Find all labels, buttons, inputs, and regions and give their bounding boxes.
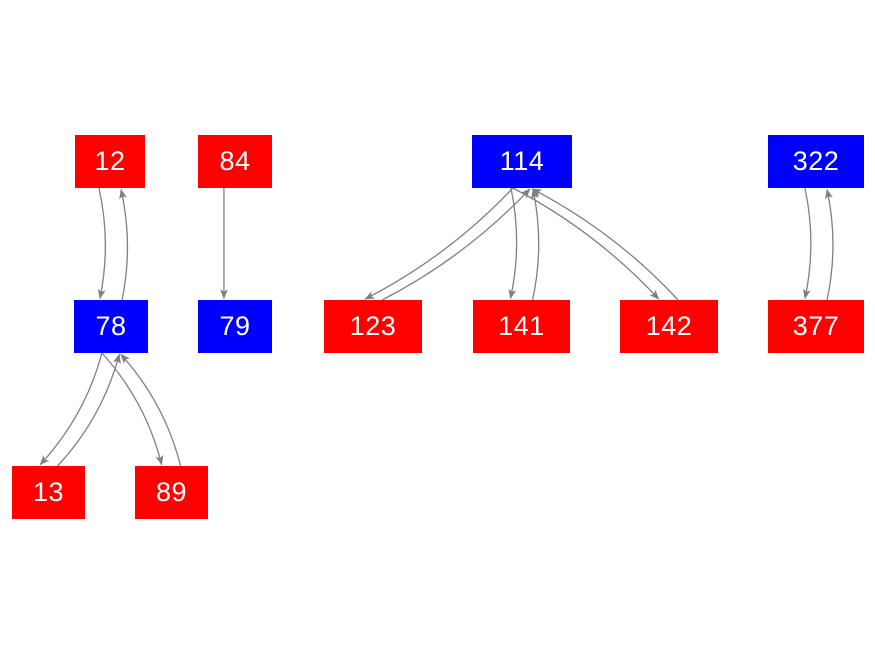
graph-node-12[interactable]: 12 [75, 135, 145, 188]
graph-node-label: 12 [94, 146, 126, 176]
graph-edge-78-to-89 [101, 352, 164, 466]
graph-node-label: 123 [349, 311, 397, 341]
graph-node-label: 142 [645, 311, 693, 341]
graph-edge-78-to-13 [39, 352, 103, 466]
graph-edge-12-to-78 [97, 187, 107, 300]
graph-node-label: 84 [219, 146, 251, 176]
graph-node-142[interactable]: 142 [620, 300, 718, 353]
graph-edge-142-to-114 [531, 188, 679, 301]
graph-edge-114-to-123 [364, 187, 514, 300]
graph-node-123[interactable]: 123 [324, 300, 422, 353]
graph-edge-114-to-142 [512, 187, 660, 300]
graph-node-label: 141 [498, 311, 545, 341]
graph-node-label: 78 [95, 311, 127, 341]
graph-edge-377-to-322 [825, 188, 834, 301]
graph-node-322[interactable]: 322 [768, 135, 864, 188]
graph-edge-141-to-114 [531, 188, 540, 301]
graph-node-label: 377 [792, 311, 840, 341]
graph-node-89[interactable]: 89 [135, 466, 208, 519]
graph-node-78[interactable]: 78 [74, 300, 148, 353]
graph-node-79[interactable]: 79 [198, 300, 272, 353]
graph-node-label: 79 [219, 311, 251, 341]
graph-node-label: 89 [155, 477, 188, 507]
graph-node-114[interactable]: 114 [472, 135, 572, 188]
edge-paths [39, 187, 834, 467]
graph-edge-13-to-78 [57, 353, 121, 467]
graph-node-label: 13 [32, 477, 65, 507]
graph-edge-78-to-12 [119, 188, 129, 301]
graph-node-label: 322 [792, 146, 840, 176]
graph-edge-322-to-377 [802, 187, 812, 300]
graph-node-84[interactable]: 84 [198, 135, 272, 188]
graph-node-label: 114 [499, 146, 545, 176]
graph-edge-123-to-114 [381, 188, 531, 301]
graph-edge-89-to-78 [120, 353, 182, 467]
graph-node-141[interactable]: 141 [473, 300, 570, 353]
graph-node-377[interactable]: 377 [768, 300, 864, 353]
graph-edge-114-to-141 [508, 187, 518, 300]
graph-node-13[interactable]: 13 [12, 466, 85, 519]
